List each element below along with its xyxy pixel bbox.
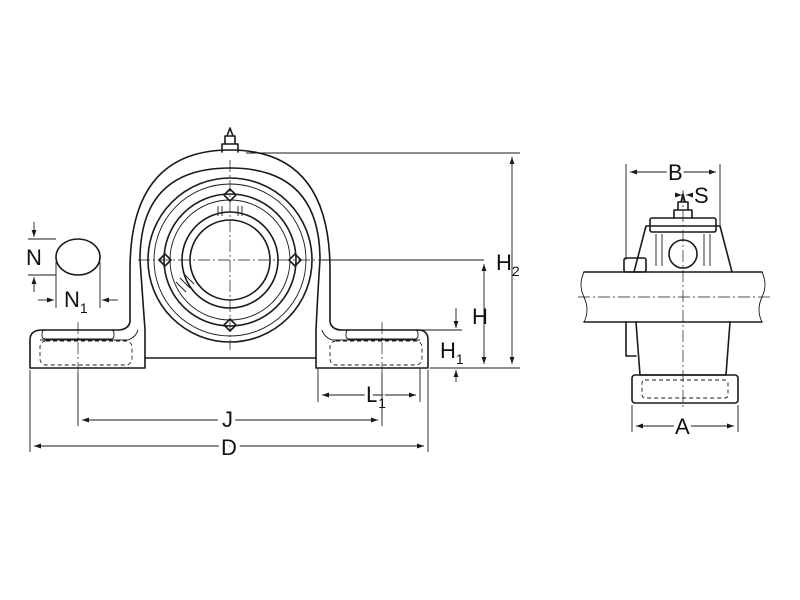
label-n: N (26, 245, 42, 270)
locking-collar (623, 257, 647, 273)
label-h1: H1 (440, 338, 464, 367)
slot-detail-oval (55, 238, 101, 276)
label-h: H (472, 304, 488, 329)
left-foot-blend (40, 329, 139, 341)
set-screw-marks-top (217, 206, 243, 216)
svg-text:H1: H1 (440, 338, 464, 367)
front-dimensions: H2 H H1 L1 J D (26, 152, 520, 464)
svg-text:H: H (472, 304, 488, 329)
svg-text:N1: N1 (64, 287, 88, 316)
label-d: D (217, 431, 241, 464)
label-n1: N1 (61, 284, 91, 319)
label-h2: H2 (496, 250, 520, 279)
svg-text:A: A (675, 414, 690, 439)
svg-text:J: J (222, 407, 233, 432)
grease-fitting (221, 127, 239, 153)
pedestal-base (631, 374, 739, 404)
label-s: S (694, 183, 709, 208)
side-view (578, 190, 770, 420)
label-a: A (671, 410, 694, 443)
label-j: J (218, 403, 237, 436)
label-b: B (665, 157, 686, 188)
left-mount-slot (39, 340, 133, 366)
svg-text:L1: L1 (366, 382, 386, 411)
svg-text:D: D (221, 435, 237, 460)
housing-base-outline (29, 149, 429, 369)
right-foot-blend (321, 329, 420, 341)
pedestal-body (635, 321, 731, 376)
svg-text:H2: H2 (496, 250, 520, 279)
front-view (29, 127, 429, 372)
side-dimensions: B S A (625, 157, 739, 443)
lock-diamond-left (158, 253, 172, 267)
housing-ribs (655, 234, 711, 266)
right-mount-slot (329, 340, 423, 366)
pedestal-base-slot (641, 379, 729, 399)
label-l1: L1 (363, 379, 389, 414)
set-screw-marks-left (175, 273, 195, 293)
svg-text:N: N (26, 245, 42, 270)
left-flange-lip (625, 321, 637, 357)
svg-text:B: B (668, 160, 683, 185)
svg-text:S: S (694, 183, 709, 208)
